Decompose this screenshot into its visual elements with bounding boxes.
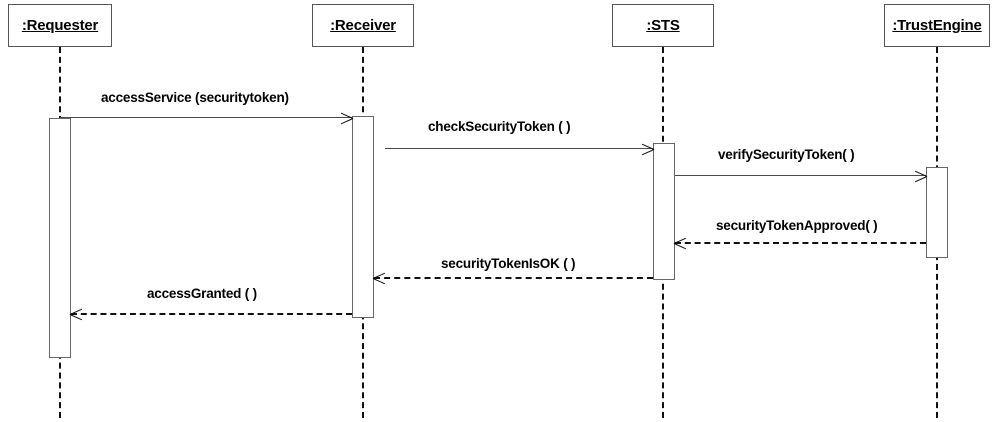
- lifeline-head-trustengine[interactable]: :TrustEngine: [884, 4, 990, 47]
- activation-bar-trustengine[interactable]: [926, 167, 948, 258]
- message-label-m5: securityTokenIsOK ( ): [441, 256, 576, 271]
- lifeline-head-receiver[interactable]: :Receiver: [312, 4, 414, 47]
- message-label-m3: verifySecurityToken( ): [718, 147, 855, 162]
- message-line-m2: [385, 148, 653, 149]
- lifeline-label-requester: :Requester: [21, 17, 99, 34]
- message-label-m6: accessGranted ( ): [147, 286, 257, 301]
- message-label-m4: securityTokenApproved( ): [716, 218, 878, 233]
- lifeline-label-trustengine: :TrustEngine: [892, 17, 982, 34]
- lifeline-head-sts[interactable]: :STS: [612, 4, 714, 47]
- message-line-m6: [71, 313, 352, 315]
- lifeline-head-requester[interactable]: :Requester: [8, 4, 112, 47]
- arrowhead-left-icon: [674, 236, 687, 249]
- activation-bar-sts[interactable]: [653, 143, 675, 280]
- arrowhead-right-icon: [914, 169, 927, 182]
- lifeline-label-receiver: :Receiver: [330, 17, 396, 34]
- message-line-m4: [675, 242, 926, 244]
- arrowhead-right-icon: [641, 142, 654, 155]
- lifeline-label-sts: :STS: [646, 17, 680, 34]
- message-line-m5: [374, 277, 653, 279]
- message-line-m1: [60, 117, 352, 118]
- message-label-m2: checkSecurityToken ( ): [428, 119, 571, 134]
- message-line-m3: [675, 175, 926, 176]
- activation-bar-requester[interactable]: [49, 118, 71, 358]
- message-label-m1: accessService (securitytoken): [101, 90, 289, 105]
- arrowhead-left-icon: [373, 271, 386, 284]
- arrowhead-right-icon: [340, 111, 353, 124]
- activation-bar-receiver[interactable]: [352, 116, 374, 318]
- arrowhead-left-icon: [70, 307, 83, 320]
